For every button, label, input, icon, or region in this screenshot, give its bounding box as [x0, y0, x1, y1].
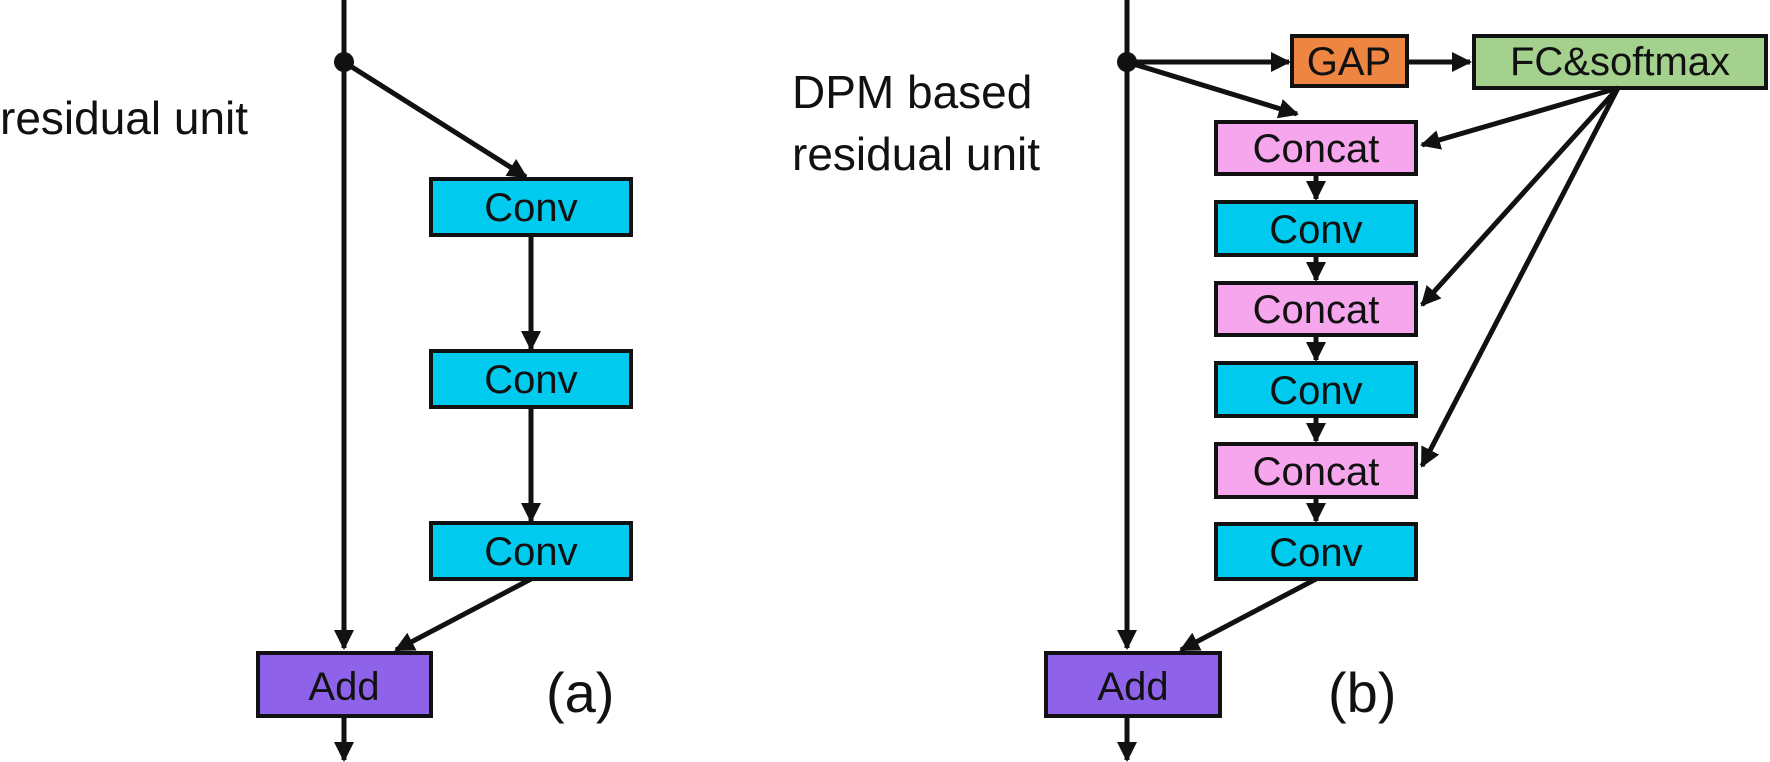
b-add-label: Add — [1097, 665, 1168, 709]
diagram-b: DPM based residual unit GAP FC&softmax C… — [792, 0, 1768, 762]
a-conv-box-1 — [429, 177, 633, 237]
b-fc-to-concat2-arrow — [1420, 86, 1620, 307]
b-conv-label-1: Conv — [1269, 208, 1362, 252]
b-concat-label-3: Concat — [1253, 450, 1380, 494]
diagram-a-panel-label: (a) — [546, 661, 614, 724]
a-conv-label-2: Conv — [484, 358, 577, 402]
a-conv-box-3 — [429, 521, 633, 581]
b-concat-box-1 — [1214, 120, 1418, 176]
a-conv-box-2 — [429, 349, 633, 409]
b-gap-box — [1290, 34, 1409, 88]
a-arrow-conv3-add — [394, 576, 533, 653]
b-branch-arrow — [1126, 59, 1299, 119]
b-conv-box-1 — [1214, 200, 1418, 257]
b-conv-label-2: Conv — [1269, 369, 1362, 413]
diagram-a-title: residual unit — [0, 92, 248, 144]
b-concat-box-2 — [1214, 281, 1418, 337]
b-concat-label-1: Concat — [1253, 127, 1380, 171]
a-conv-label-3: Conv — [484, 530, 577, 574]
diagram-b-panel-label: (b) — [1328, 661, 1396, 724]
a-branch-arrow — [342, 59, 528, 180]
b-fc-to-concat3-arrow — [1419, 86, 1621, 468]
diagram-b-title-line2: residual unit — [792, 128, 1040, 180]
b-fc-label: FC&softmax — [1510, 40, 1730, 84]
a-add-label: Add — [308, 665, 379, 709]
b-gap-label: GAP — [1307, 40, 1391, 84]
diagram-b-title-line1: DPM based — [792, 66, 1032, 118]
b-fc-box — [1472, 34, 1768, 90]
diagram-a: residual unit Conv Conv Conv Add (a) — [0, 0, 633, 762]
b-conv-label-3: Conv — [1269, 531, 1362, 575]
b-concat-label-2: Concat — [1253, 288, 1380, 332]
b-arrow-conv3-add — [1179, 576, 1318, 653]
b-fc-to-concat1-arrow — [1420, 85, 1619, 150]
a-conv-label-1: Conv — [484, 186, 577, 230]
b-add-box — [1044, 651, 1222, 718]
